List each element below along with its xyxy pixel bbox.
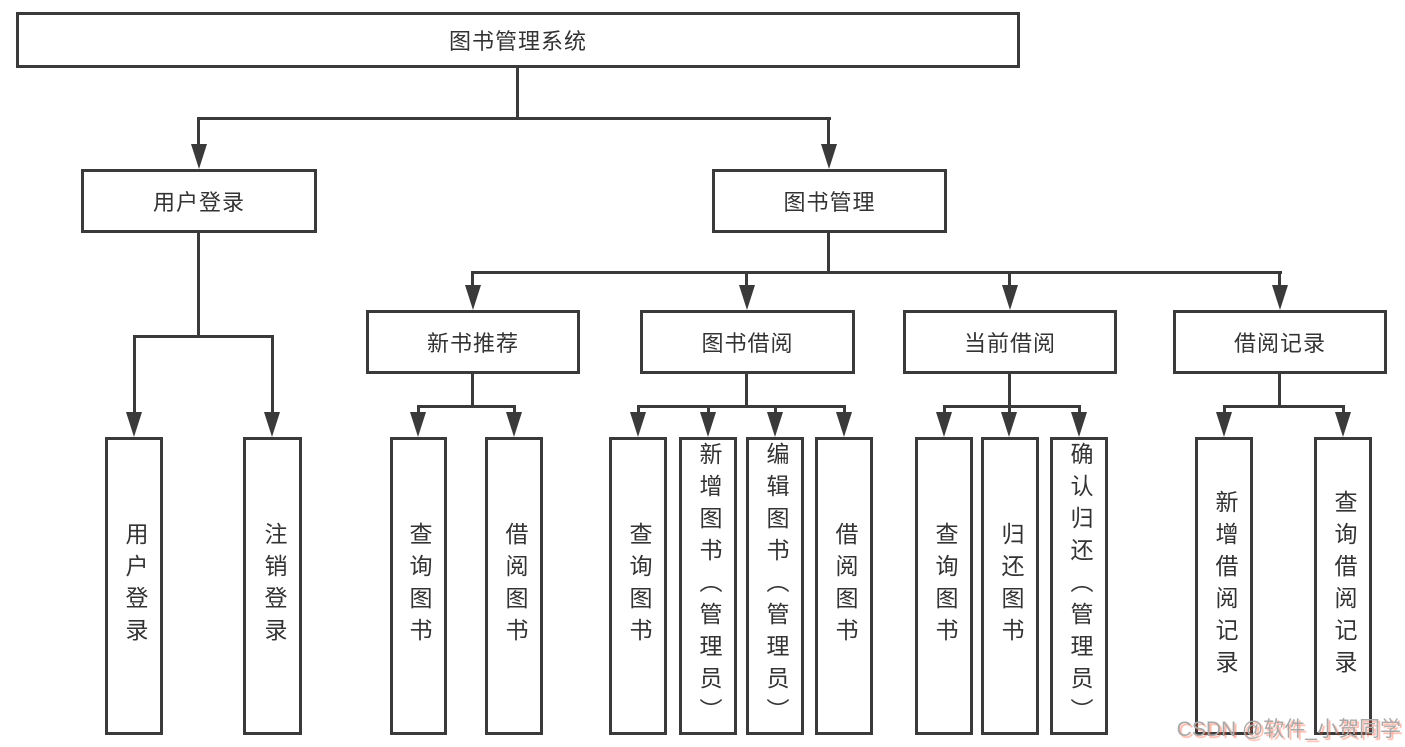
arrowhead-book-mgmt [821,144,837,169]
arrowhead-cb-confirm [1071,412,1087,437]
csdn-watermark: CSDN @软件_小贺同学 [1176,718,1401,741]
node-book-borrow-label: 图书借阅 [701,331,794,356]
connector-drop-current-borrow [1008,271,1011,289]
node-book-borrow: 图书借阅 [640,310,855,374]
connector-borrow-records-stem [1278,374,1281,407]
connector-level3-split [472,271,1282,274]
node-current-borrow: 当前借阅 [903,310,1117,374]
connector-drop-new-book-rec [471,271,474,289]
leaf-nbr-query-books: 查询图书 [390,437,447,735]
connector-drop-bb-edit [774,405,777,416]
arrowhead-nbr-borrow [506,412,522,437]
leaf-bb-edit-books: 编辑图书（管理员） [746,437,804,735]
node-book-mgmt: 图书管理 [712,169,947,233]
leaf-login: 用户登录 [105,437,163,735]
arrowhead-bb-add [700,412,716,437]
node-new-book-rec: 新书推荐 [366,310,580,374]
connector-drop-user-login [197,117,200,148]
leaf-cb-query-books: 查询图书 [915,437,973,735]
leaf-cb-confirm-return: 确认归还（管理员） [1050,437,1108,735]
node-borrow-records-label: 借阅记录 [1233,331,1326,356]
connector-new-book-rec-split [417,405,516,408]
leaf-bb-borrow-books: 借阅图书 [815,437,873,735]
arrowhead-book-borrow [739,285,755,310]
connector-drop-nbr-query [417,405,420,416]
connector-drop-cb-return [1008,405,1011,416]
connector-drop-br-query [1342,405,1345,416]
arrowhead-bb-borrow [836,412,852,437]
arrowhead-login [126,412,142,437]
connector-drop-logout [271,335,274,416]
node-root: 图书管理系统 [16,12,1020,68]
arrowhead-bb-edit [767,412,783,437]
connector-drop-cb-confirm [1078,405,1081,416]
node-user-login-label: 用户登录 [152,190,245,215]
leaf-logout: 注销登录 [243,437,302,735]
connector-level2-split [197,117,831,120]
arrowhead-borrow-records [1272,285,1288,310]
leaf-br-query-record: 查询借阅记录 [1314,437,1372,735]
connector-borrow-records-split [1223,405,1345,408]
arrowhead-new-book-rec [465,285,481,310]
arrowhead-bb-query [630,412,646,437]
connector-drop-login [133,335,136,416]
connector-current-borrow-split [943,405,1081,408]
arrowhead-logout [264,412,280,437]
node-book-mgmt-label: 图书管理 [783,190,876,215]
connector-drop-bb-query [637,405,640,416]
connector-book-borrow-split [637,405,846,408]
node-new-book-rec-label: 新书推荐 [426,331,519,356]
connector-drop-bb-add [707,405,710,416]
arrowhead-br-query [1335,412,1351,437]
node-borrow-records: 借阅记录 [1173,310,1387,374]
connector-drop-cb-query [943,405,946,416]
leaf-nbr-borrow-books: 借阅图书 [485,437,543,735]
arrowhead-current-borrow [1002,285,1018,310]
connector-drop-book-mgmt [827,117,830,148]
connector-drop-nbr-borrow [513,405,516,416]
connector-drop-book-borrow [745,271,748,289]
connector-drop-borrow-records [1278,271,1281,289]
node-root-label: 图书管理系统 [448,29,587,54]
connector-current-borrow-stem [1008,374,1011,407]
connector-book-mgmt-stem [827,233,830,273]
connector-drop-bb-borrow [843,405,846,416]
connector-drop-br-add [1223,405,1226,416]
connector-user-login-split [133,335,274,338]
leaf-bb-add-books: 新增图书（管理员） [679,437,737,735]
leaf-br-add-record: 新增借阅记录 [1195,437,1253,735]
arrowhead-br-add [1216,412,1232,437]
arrowhead-cb-query [936,412,952,437]
arrowhead-cb-return [1001,412,1017,437]
arrowhead-nbr-query [410,412,426,437]
node-current-borrow-label: 当前借阅 [963,331,1056,356]
connector-book-borrow-stem [745,374,748,407]
leaf-bb-query-books: 查询图书 [609,437,667,735]
arrowhead-user-login [191,144,207,169]
connector-new-book-rec-stem [471,374,474,407]
node-user-login: 用户登录 [81,169,317,233]
connector-root-stem [516,68,519,118]
leaf-cb-return-books: 归还图书 [981,437,1039,735]
connector-user-login-stem [197,233,200,337]
